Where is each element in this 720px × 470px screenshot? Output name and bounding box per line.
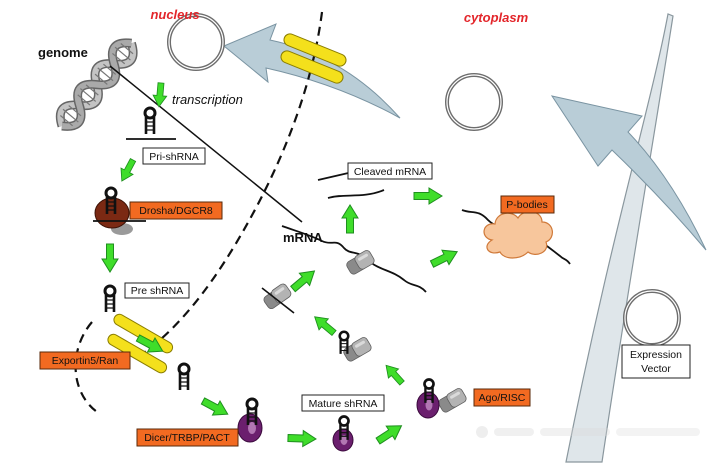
ago-risc-label: Ago/RISC — [473, 388, 531, 407]
arrow-ago-up — [385, 364, 405, 386]
exportin-label: Exportin5/Ran — [39, 351, 131, 370]
nuclear-membrane-lower — [74, 321, 101, 415]
svg-text:Pre shRNA: Pre shRNA — [131, 285, 184, 297]
dicer-label: Dicer/TRBP/PACT — [136, 428, 239, 447]
genome-label: genome — [38, 45, 88, 60]
cytoplasm-label: cytoplasm — [464, 10, 529, 25]
arrow-to-pre-shrna — [101, 243, 119, 273]
mrna-strand — [281, 225, 427, 293]
pri-shrna-hairpin-icon — [143, 106, 157, 136]
svg-text:Dicer/TRBP/PACT: Dicer/TRBP/PACT — [144, 432, 230, 444]
nucleus-label: nucleus — [150, 7, 199, 22]
watermark — [476, 426, 700, 438]
pre-shrna-label: Pre shRNA — [124, 282, 190, 299]
svg-text:Pri-shRNA: Pri-shRNA — [149, 151, 199, 163]
dna-helix-icon — [55, 38, 138, 131]
cleaved-mrna-label: Cleaved mRNA — [347, 162, 433, 180]
svg-text:Cleaved mRNA: Cleaved mRNA — [354, 166, 426, 178]
plasmid-expression-vector-icon — [623, 289, 681, 347]
plasmid-nucleus-icon — [167, 13, 225, 71]
arrow-to-mrna — [290, 270, 316, 293]
exported-shrna-hairpin-icon — [177, 362, 191, 392]
vector-entry-arrow-right — [550, 95, 707, 251]
transcription-label: transcription — [172, 92, 243, 107]
svg-text:Drosha/DGCR8: Drosha/DGCR8 — [139, 205, 213, 217]
arrow-to-ago — [375, 425, 403, 445]
drosha-label: Drosha/DGCR8 — [129, 201, 223, 220]
risc-target-icon — [261, 281, 295, 314]
svg-text:Expression: Expression — [630, 349, 682, 361]
arrow-transcription — [152, 82, 168, 108]
ago-risc-complex-icon — [416, 378, 469, 419]
svg-text:Mature shRNA: Mature shRNA — [309, 398, 378, 410]
plasmid-cytoplasm-icon — [445, 73, 503, 131]
arrow-cleaved-to-pbodies — [413, 187, 443, 205]
svg-text:Vector: Vector — [641, 363, 671, 375]
arrow-export — [135, 334, 164, 353]
drosha-complex-icon — [93, 186, 146, 235]
pri-shrna-label: Pri-shRNA — [142, 147, 206, 165]
cell-membrane — [565, 13, 674, 463]
svg-text:P-bodies: P-bodies — [506, 199, 547, 211]
mrna-label: mRNA — [283, 230, 323, 245]
risc-on-mrna-icon — [344, 248, 377, 277]
nuclear-pore-icon — [280, 33, 347, 84]
transcript-line — [109, 65, 303, 223]
expression-vector-label: Expression Vector — [621, 344, 691, 379]
svg-text:Ago/RISC: Ago/RISC — [479, 392, 526, 404]
dicer-complex-icon — [237, 397, 263, 443]
arrow-to-dicer — [200, 397, 229, 416]
nuclear-membrane — [144, 11, 324, 353]
arrow-risc-up — [314, 316, 337, 337]
risc-loaded-icon — [338, 330, 374, 364]
arrow-to-drosha — [120, 158, 137, 182]
arrow-to-mature — [287, 429, 317, 448]
p-bodies-label: P-bodies — [500, 195, 555, 214]
mature-shrna-label: Mature shRNA — [301, 394, 385, 412]
arrow-mrna-to-pbodies — [429, 249, 459, 268]
arrow-to-cleaved — [341, 204, 359, 234]
pre-shrna-hairpin-icon — [103, 284, 117, 314]
mature-shrna-icon — [332, 415, 354, 452]
svg-text:Exportin5/Ran: Exportin5/Ran — [52, 355, 119, 367]
p-body-cloud-icon — [483, 211, 553, 259]
